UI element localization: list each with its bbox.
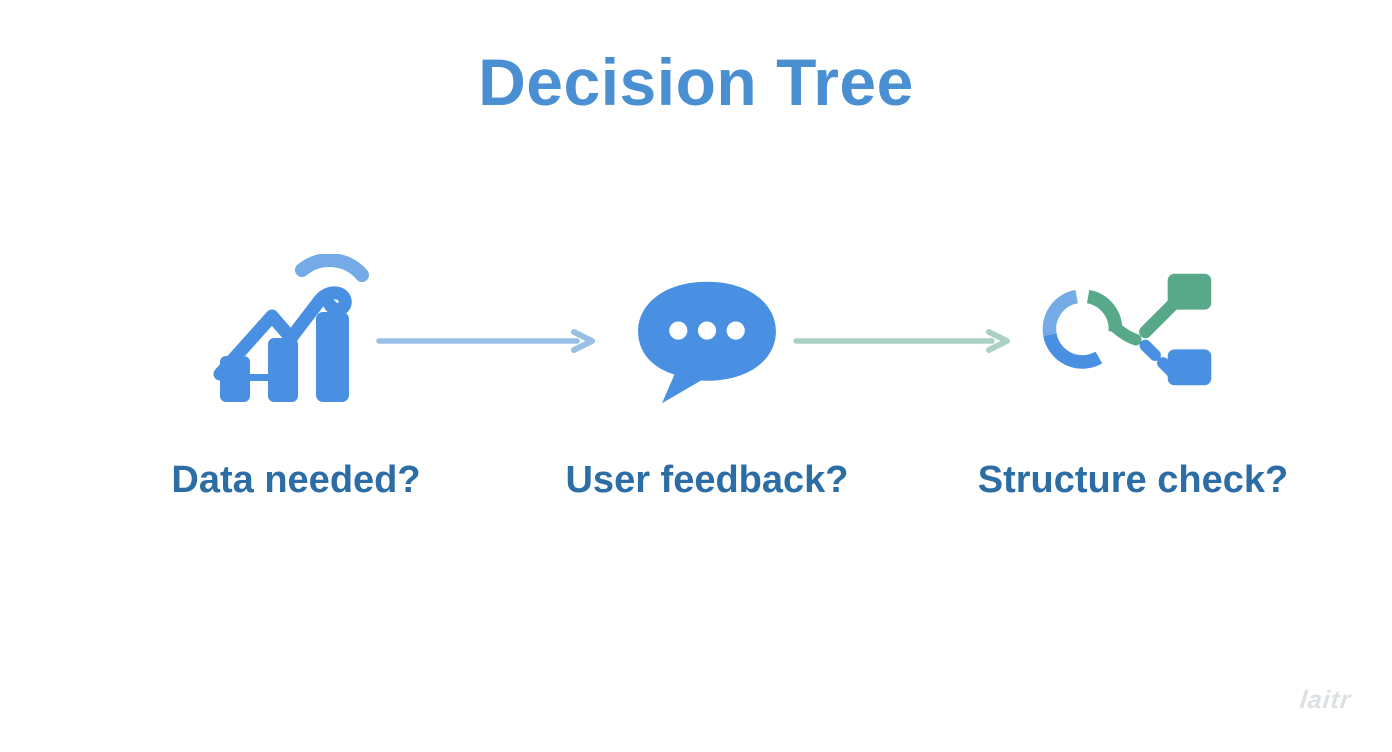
step-label-structure-check: Structure check? [977, 459, 1289, 501]
flow-arrow-right-icon [376, 329, 595, 353]
page-title: Decision Tree [478, 45, 914, 119]
decision-split-icon [1038, 266, 1214, 392]
step-label-user-feedback: User feedback? [565, 459, 849, 501]
speech-bubble-svg [638, 281, 776, 404]
decision-split-svg [1042, 273, 1212, 386]
watermark: laitr [1298, 686, 1353, 714]
step-label-data-needed: Data needed? [171, 459, 421, 501]
bar-chart-trend-icon [212, 254, 372, 410]
flow-arrow-right-icon [793, 329, 1010, 353]
speech-bubble-icon [628, 276, 786, 410]
bar-chart-trend-svg [213, 254, 369, 402]
